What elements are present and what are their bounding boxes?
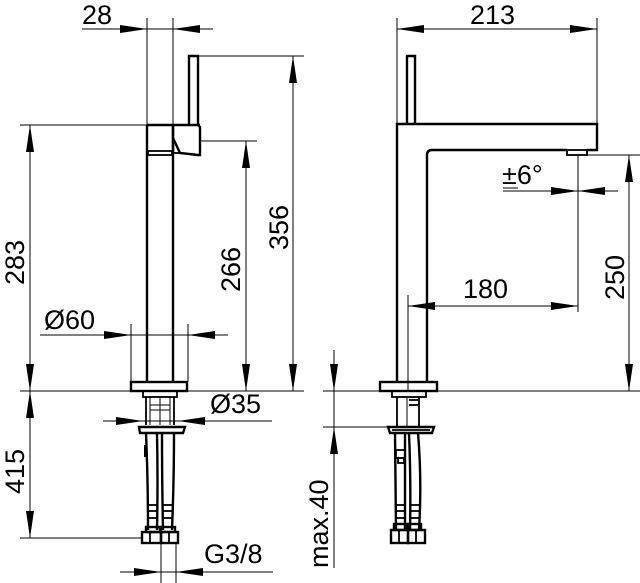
dim-column-width: 28 <box>82 0 112 30</box>
dim-shank-diameter: Ø35 <box>210 389 261 419</box>
dim-hose-length: 415 <box>0 449 30 494</box>
dim-connection-thread: G3/8 <box>204 539 263 569</box>
dim-overall-height: 356 <box>264 205 294 250</box>
side-view-dimensions: 213 ±6° 180 250 max.40 <box>304 0 640 568</box>
dim-max-countertop: max.40 <box>304 479 334 568</box>
dim-spout-length: 213 <box>470 0 515 30</box>
dim-swivel-angle: ±6° <box>502 160 543 190</box>
dim-height-266: 266 <box>216 247 246 292</box>
dim-height-to-handle: 283 <box>0 240 30 285</box>
front-view-dimensions: 28 283 266 356 Ø60 Ø35 <box>0 0 304 583</box>
dim-base-diameter: Ø60 <box>44 305 95 335</box>
dim-outlet-height: 250 <box>600 255 630 300</box>
front-view <box>129 54 202 545</box>
dim-spout-reach: 180 <box>463 274 508 304</box>
